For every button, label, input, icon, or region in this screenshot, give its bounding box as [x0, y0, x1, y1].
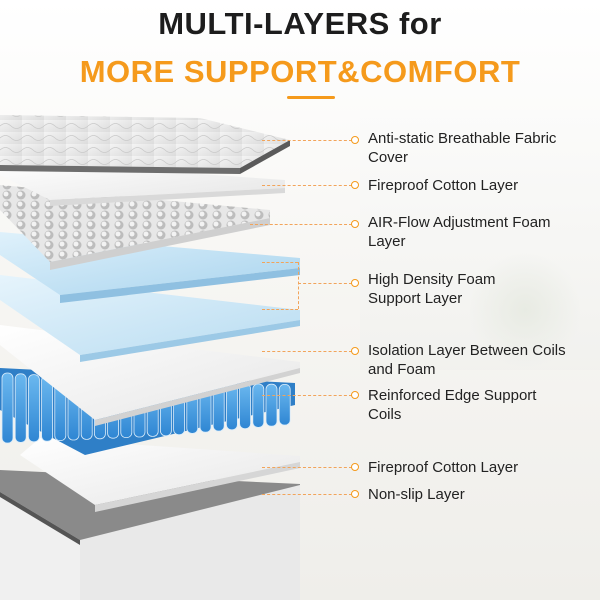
leader-tick-hd-foam: [262, 262, 298, 263]
leader-dot-icon: [351, 347, 359, 355]
leader-line-hd-foam: [298, 283, 352, 284]
leader-line-fireproof-cotton-lower: [262, 467, 352, 468]
headline-underline: [287, 96, 335, 99]
layer-fabric-cover: [0, 115, 290, 174]
leader-dot-icon: [351, 220, 359, 228]
leader-dot-icon: [351, 279, 359, 287]
coil-spring: [252, 383, 265, 428]
background-plant: [470, 250, 580, 370]
leader-dot-icon: [351, 136, 359, 144]
leader-dot-icon: [351, 463, 359, 471]
coil-spring: [41, 374, 53, 442]
leader-dot-icon: [351, 181, 359, 189]
headline-line-2: MORE SUPPORT&COMFORT: [79, 54, 521, 89]
coil-spring: [239, 383, 252, 429]
leader-dot-icon: [351, 391, 359, 399]
leader-line-non-slip: [262, 494, 352, 495]
layer-fireproof-cotton-lower: [20, 438, 300, 512]
leader-tick-hd-foam: [262, 309, 298, 310]
leader-bracket-hd-foam: [298, 262, 299, 309]
headline-line-1: MULTI-LAYERS for: [158, 6, 442, 41]
leader-line-airflow-foam: [250, 224, 352, 225]
coil-spring: [1, 372, 14, 444]
coil-spring: [278, 383, 291, 426]
leader-dot-icon: [351, 490, 359, 498]
callout-label-fireproof-cotton-upper: Fireproof Cotton Layer: [368, 177, 519, 194]
callout-label-non-slip: Non-slip Layer: [368, 486, 465, 503]
coil-spring: [265, 383, 278, 427]
leader-line-isolation: [262, 351, 352, 352]
leader-line-fireproof-cotton-upper: [262, 185, 352, 186]
leader-line-fabric-cover: [262, 140, 352, 141]
callout-label-fireproof-cotton-lower: Fireproof Cotton Layer: [368, 459, 519, 476]
coil-spring: [14, 373, 27, 443]
coil-spring: [27, 374, 40, 443]
leader-line-edge-coils: [262, 395, 352, 396]
